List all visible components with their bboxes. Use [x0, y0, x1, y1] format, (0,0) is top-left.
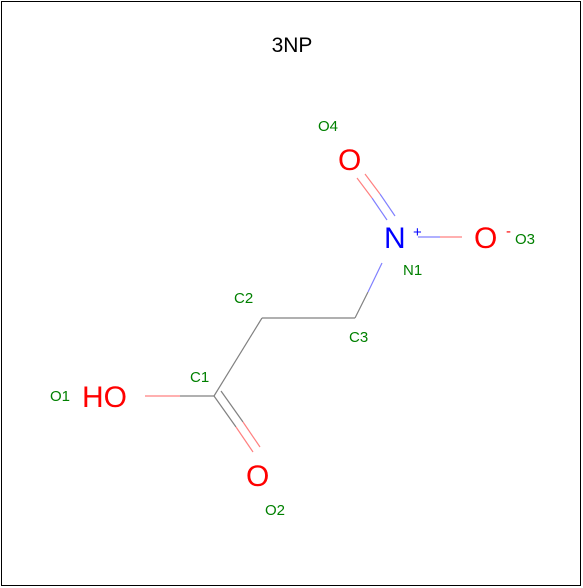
atom-n1-charge: +: [413, 224, 422, 241]
bond-c3-n1-blue: [367, 262, 383, 293]
bond-c1-o2-a-grey: [213, 395, 237, 428]
bonds: [145, 173, 462, 453]
bond-c1-o2-a-red: [235, 426, 254, 453]
bond-n1-o4-b-red: [364, 173, 381, 195]
label-n1: N1: [403, 262, 422, 279]
diagram-title: 3NP: [272, 34, 313, 57]
label-o2: O2: [265, 502, 285, 519]
bond-c3-n1-grey: [354, 291, 369, 319]
bond-n1-o4-a-blue: [371, 197, 388, 221]
bond-c1-o2-b-red: [242, 421, 261, 448]
atom-labels: O1 O2 O3 O4 N1 C1 C2 C3: [50, 118, 535, 519]
atom-o4-symbol: O: [338, 144, 361, 177]
atom-o2-symbol: O: [246, 460, 269, 493]
bond-n1-o4-a-red: [356, 177, 373, 199]
label-o3: O3: [515, 231, 535, 248]
bond-c1-o2-b-grey: [220, 390, 244, 423]
atom-o3-charge: -: [506, 223, 511, 240]
bond-c1-c2: [213, 317, 263, 397]
label-o4: O4: [318, 118, 338, 135]
label-c3: C3: [349, 329, 368, 346]
atoms: HO O O N + O -: [82, 144, 511, 493]
label-c2: C2: [234, 290, 253, 307]
label-o1: O1: [50, 388, 70, 405]
atom-n1-symbol: N: [384, 222, 406, 255]
atom-o1-symbol: HO: [82, 381, 127, 414]
atom-o3-symbol: O: [474, 222, 497, 255]
bond-n1-o4-b-blue: [379, 193, 396, 217]
label-c1: C1: [190, 369, 209, 386]
